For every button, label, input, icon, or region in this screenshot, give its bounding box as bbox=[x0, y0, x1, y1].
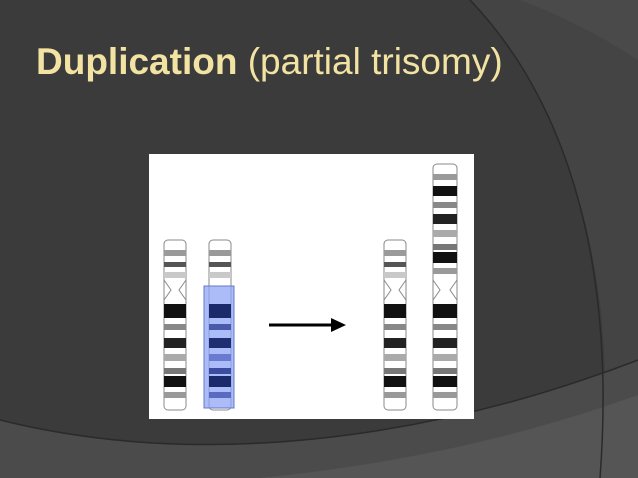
slide-title: Duplication (partial trisomy) bbox=[36, 40, 503, 84]
chromosome-affected-after bbox=[432, 163, 458, 411]
slide-title-bold: Duplication bbox=[36, 41, 238, 82]
chromosome-normal-right bbox=[383, 239, 407, 411]
chromosome-normal-left bbox=[163, 239, 187, 411]
arrow-right bbox=[269, 318, 346, 332]
chromosome-affected-before bbox=[203, 239, 235, 411]
chromosome-diagram bbox=[149, 154, 474, 419]
chromosome-diagram-svg bbox=[163, 163, 458, 411]
slide-title-rest: (partial trisomy) bbox=[247, 41, 503, 82]
